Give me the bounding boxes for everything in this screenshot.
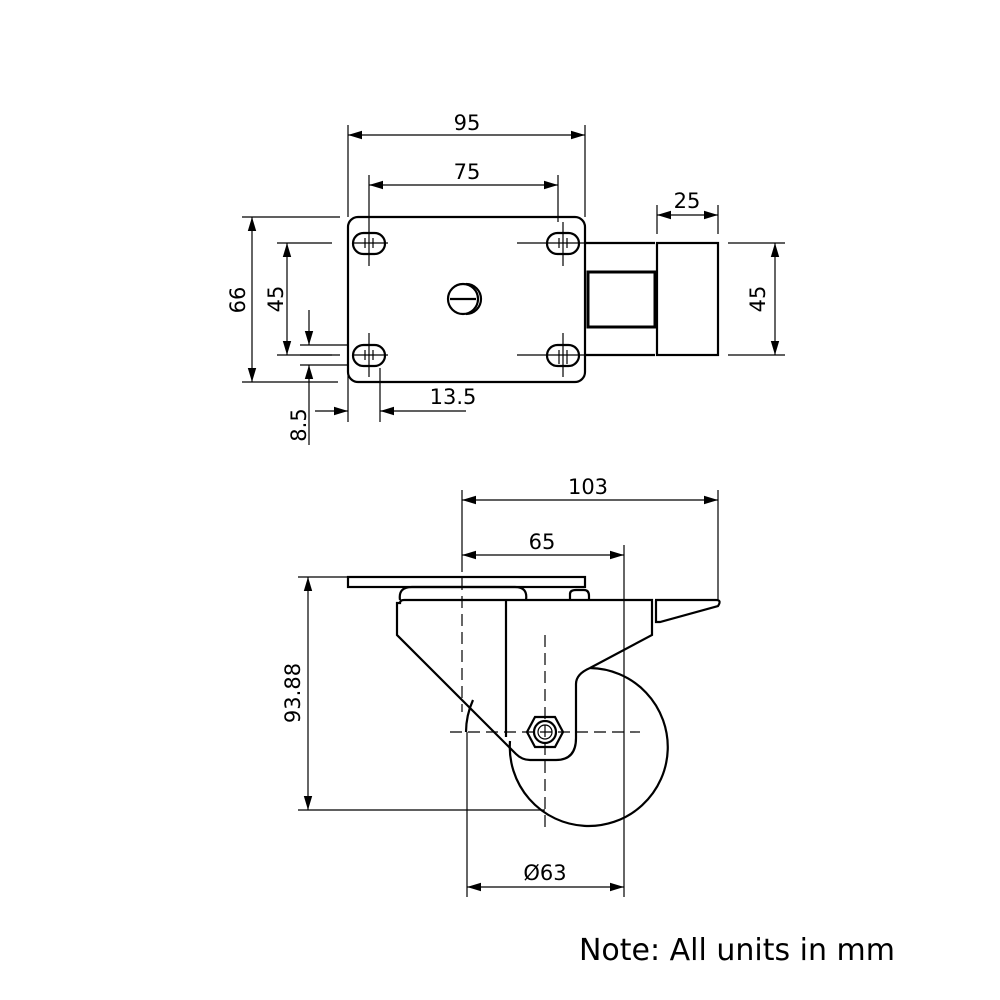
mounting-hole	[351, 222, 388, 266]
mounting-hole	[517, 333, 585, 377]
dimension-45-left: 45	[264, 242, 332, 356]
brake-pin	[568, 588, 591, 600]
units-note: Note: All units in mm	[579, 933, 895, 968]
mounting-hole	[517, 222, 585, 266]
top-view: 95 75 25 66 45 45	[226, 111, 785, 445]
dimension-13-5: 13.5	[315, 368, 476, 422]
brake-stem	[586, 270, 657, 329]
dim-label: Ø63	[523, 861, 566, 885]
dim-label: 13.5	[430, 385, 477, 409]
dimension-25: 25	[656, 189, 719, 234]
fork	[395, 598, 654, 762]
dimension-wheel-diameter: Ø63	[466, 732, 624, 897]
brake-lever	[654, 598, 721, 624]
dim-label: 45	[264, 286, 288, 313]
dim-label: 65	[529, 530, 556, 554]
top-plate	[346, 575, 587, 589]
wheel	[508, 666, 669, 828]
side-view: 103 65 93.88 Ø63	[281, 475, 721, 897]
dim-label: 93.88	[281, 663, 305, 723]
swivel-bearing	[398, 585, 528, 601]
dimension-65: 65	[462, 530, 625, 897]
dim-label: 75	[454, 160, 481, 184]
mounting-holes	[351, 222, 585, 377]
dim-label: 8.5	[287, 408, 311, 441]
dim-label: 66	[226, 287, 250, 314]
mounting-plate	[346, 215, 587, 384]
brake-assembly-top	[585, 241, 720, 357]
dimension-75: 75	[368, 160, 559, 222]
dimension-95: 95	[347, 111, 586, 217]
mounting-hole	[351, 333, 388, 377]
dim-label: 45	[746, 286, 770, 313]
dimension-8-5: 8.5	[287, 310, 348, 445]
dimension-45-right: 45	[728, 242, 785, 356]
brake-pedal	[655, 241, 720, 357]
dimension-66: 66	[226, 216, 340, 383]
dim-label: 95	[454, 111, 481, 135]
dim-label: 103	[568, 475, 608, 499]
dim-label: 25	[674, 189, 701, 213]
dimension-93-88: 93.88	[281, 576, 545, 811]
dimension-103: 103	[461, 475, 719, 600]
king-pin-screw	[446, 282, 483, 316]
